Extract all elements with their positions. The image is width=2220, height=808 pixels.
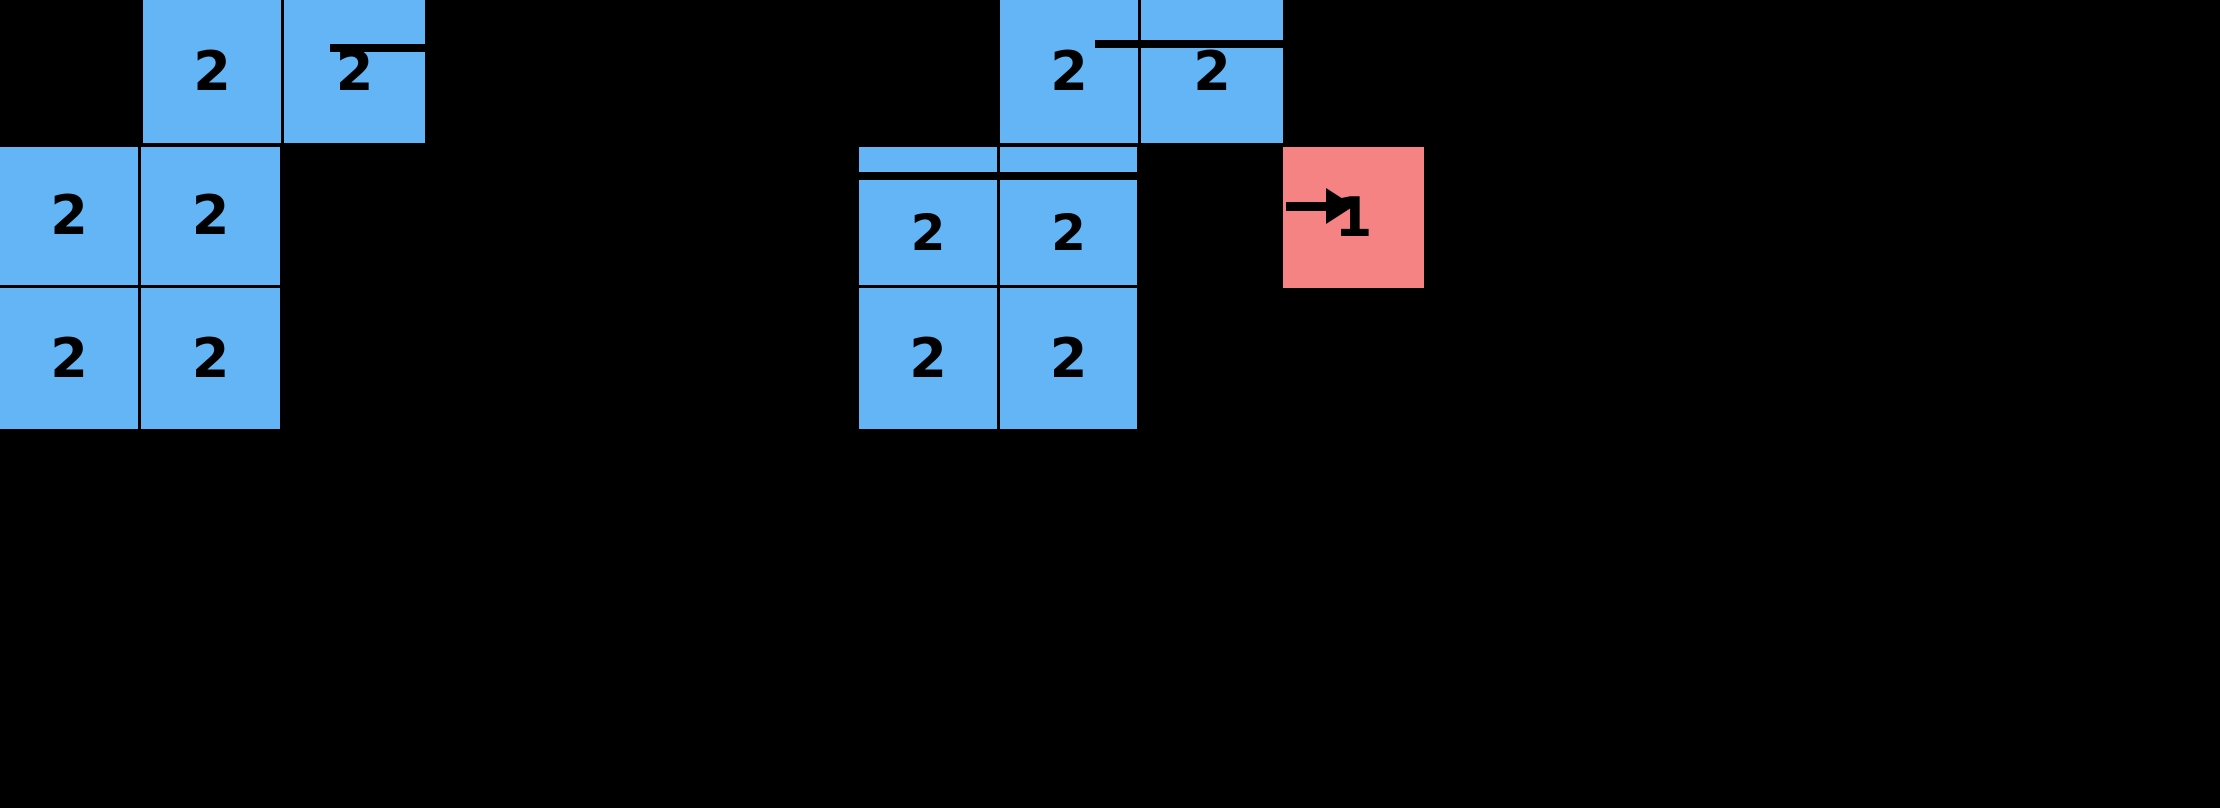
tile-value: 2 — [335, 39, 374, 103]
left-divider-rule — [330, 44, 425, 52]
tile-left-top-right[interactable]: 2 — [284, 0, 425, 146]
tile-right-top-left[interactable]: 2 — [1000, 0, 1141, 146]
tile-left-mid-left[interactable]: 2 — [0, 147, 141, 288]
tile-left-top-left[interactable]: 2 — [143, 0, 284, 146]
tile-left-bottom-right[interactable]: 2 — [141, 288, 283, 429]
tile-right-mid-left[interactable]: 2 — [859, 180, 1000, 288]
tile-value: 2 — [50, 326, 88, 390]
tile-value: 2 — [191, 326, 230, 390]
tile-value: 2 — [1050, 39, 1088, 103]
tile-right-strip-right[interactable] — [1000, 147, 1140, 176]
tile-value: 2 — [910, 203, 946, 262]
tile-right-bottom-left[interactable]: 2 — [859, 288, 1000, 429]
tile-right-top-right[interactable]: 2 — [1141, 0, 1283, 146]
tile-value: 2 — [193, 39, 231, 103]
tile-value: 2 — [909, 326, 947, 390]
tile-value: 2 — [191, 184, 230, 247]
tile-right-bottom-right[interactable]: 2 — [1000, 288, 1140, 429]
tile-left-bottom-left[interactable]: 2 — [0, 288, 141, 429]
tile-right-mid-right[interactable]: 2 — [1000, 180, 1140, 288]
tile-left-mid-right[interactable]: 2 — [141, 147, 283, 288]
tile-right-strip-left[interactable] — [859, 147, 1000, 176]
right-divider-rule-mid — [859, 172, 1140, 180]
tile-value: 2 — [1049, 326, 1088, 390]
tile-value: 2 — [1051, 203, 1086, 262]
tile-value: 2 — [1193, 39, 1231, 103]
tile-right-red-cell[interactable]: 1 — [1283, 147, 1424, 288]
right-divider-rule-top — [1095, 40, 1283, 48]
tile-value: 1 — [1334, 185, 1373, 249]
tile-value: 2 — [50, 184, 88, 247]
